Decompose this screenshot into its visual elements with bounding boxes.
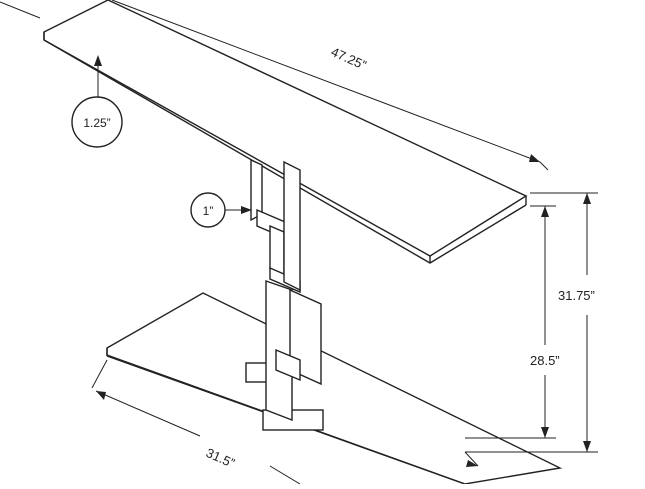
total-height-label: 31.75” xyxy=(558,288,595,303)
width-label: 47.25” xyxy=(329,44,369,73)
inner-height-label: 28.5” xyxy=(530,353,560,368)
top-thickness-label: 1.25” xyxy=(83,116,110,130)
geometric-leg xyxy=(245,158,324,431)
width-leader xyxy=(0,1,41,19)
leg-thickness-label: 1” xyxy=(203,204,214,218)
table-top xyxy=(43,0,528,264)
base-plate xyxy=(106,292,563,485)
inner-height-dimension: 28.5” xyxy=(465,205,560,439)
top-thickness-circle xyxy=(71,96,123,148)
base-depth-label: 31.5” xyxy=(204,445,237,471)
leg-thickness-callout: 1” xyxy=(190,192,252,228)
top-thickness-callout: 1.25” xyxy=(71,55,123,148)
total-height-dimension: 31.75” xyxy=(465,192,598,453)
